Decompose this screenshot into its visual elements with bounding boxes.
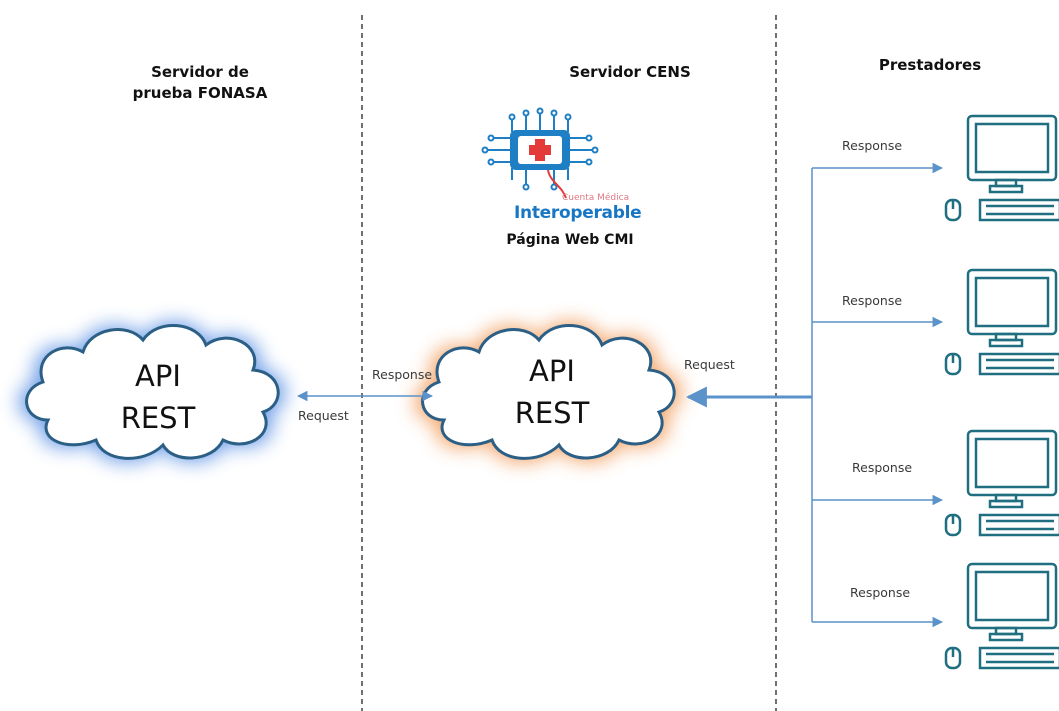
computer-icon bbox=[944, 268, 1059, 376]
label-prestador-1-response: Response bbox=[842, 138, 903, 153]
logo-small-text: Cuenta Médica bbox=[562, 193, 630, 203]
fonasa-title-line2: prueba FONASA bbox=[132, 84, 268, 102]
label-cens-prestadores-request: Request bbox=[684, 357, 735, 372]
fonasa-title-line1: Servidor de bbox=[151, 63, 249, 81]
label-fonasa-cens-request: Request bbox=[298, 408, 349, 423]
logo-brand-text: Interoperable bbox=[514, 203, 642, 223]
label-prestador-4-response: Response bbox=[850, 585, 911, 600]
cens-column-title: Servidor CENS bbox=[569, 63, 691, 81]
fonasa-column-title: Servidor de prueba FONASA bbox=[100, 62, 300, 104]
cloud-cens-line1: API bbox=[529, 354, 575, 388]
label-fonasa-cens-response: Response bbox=[372, 367, 433, 382]
label-prestador-3-response: Response bbox=[852, 460, 913, 475]
computer-icon bbox=[944, 562, 1059, 670]
prestadores-column-title: Prestadores bbox=[878, 56, 982, 74]
cloud-cens-line2: REST bbox=[514, 396, 590, 430]
computer-icon bbox=[944, 114, 1059, 222]
logo-caption: Página Web CMI bbox=[506, 232, 634, 248]
cloud-fonasa-line2: REST bbox=[120, 401, 196, 435]
cloud-fonasa-label: API REST bbox=[98, 355, 218, 439]
cloud-fonasa-line1: API bbox=[135, 359, 181, 393]
computer-icon bbox=[944, 429, 1059, 537]
label-prestador-2-response: Response bbox=[842, 293, 903, 308]
cloud-cens-label: API REST bbox=[492, 350, 612, 434]
cmi-logo-icon bbox=[481, 107, 599, 199]
